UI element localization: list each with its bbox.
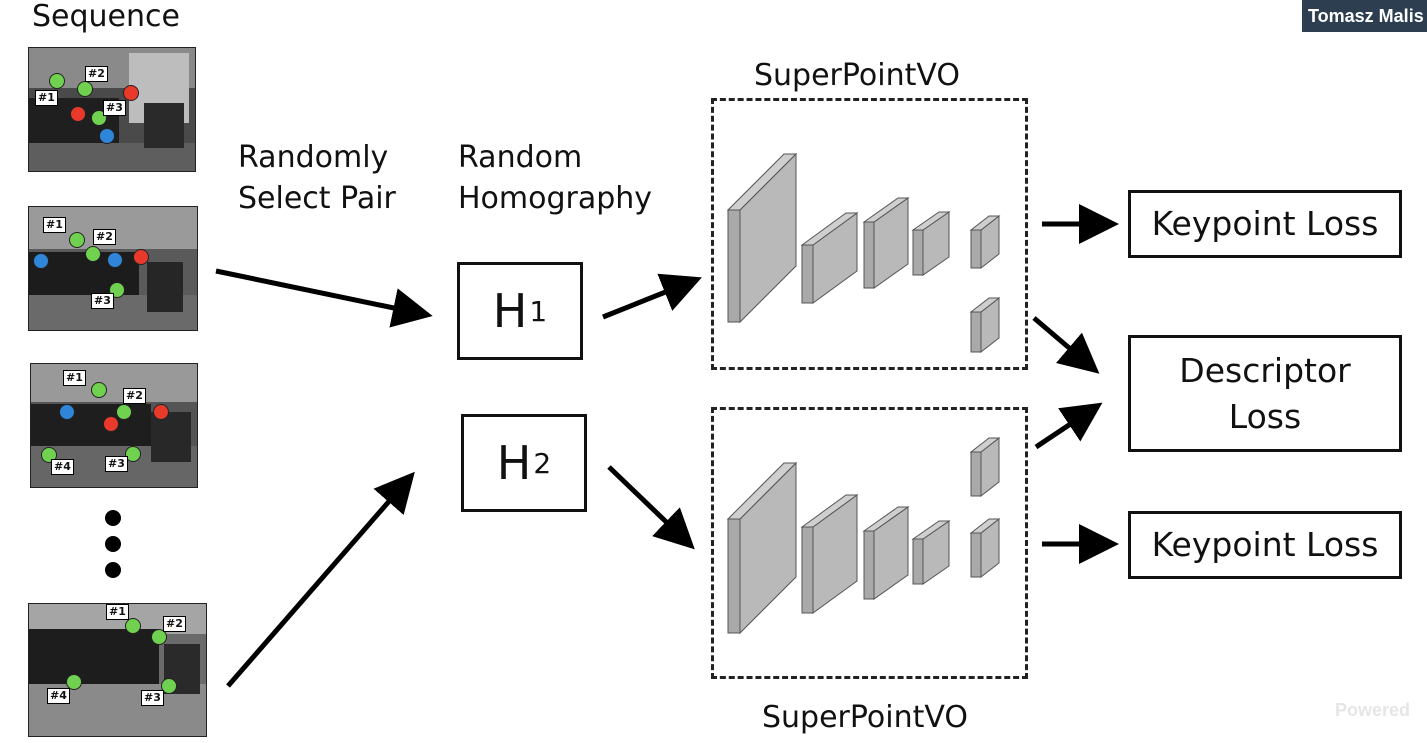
keypoint-red [153,404,169,420]
keypoint-green [116,404,132,420]
keypoint-label: #1 [35,90,58,106]
keypoint-label: #4 [51,459,74,475]
label-randomly: Randomly [238,140,389,175]
keypoint-blue [107,252,123,268]
keypoint-loss-top-box: Keypoint Loss [1128,190,1402,258]
keypoint-blue [33,253,49,269]
sequence-frame-2: #1 #2 #3 [28,206,198,331]
keypoint-green [125,446,141,462]
keypoint-label: #4 [47,688,70,704]
superpointvo-top-network [711,98,1028,370]
speaker-name-badge: Tomasz Malis [1302,0,1427,32]
keypoint-red [133,249,149,265]
keypoint-blue [59,404,75,420]
keypoint-loss-bottom-label: Keypoint Loss [1151,525,1379,564]
descriptor-loss-line1: Descriptor [1179,350,1351,390]
keypoint-green [151,629,167,645]
network-layer-block [969,296,1001,354]
label-select-pair: Select Pair [238,181,396,216]
descriptor-loss-line2: Loss [1228,396,1302,436]
label-homography: Homography [458,181,653,216]
network-layer-block [969,517,1001,579]
network-layer-block [726,152,798,324]
superpointvo-bottom-title: SuperPointVO [762,700,968,735]
keypoint-label: #2 [93,229,116,245]
ellipsis-dot [105,510,121,526]
keypoint-green [91,382,107,398]
keypoint-label: #1 [43,217,66,233]
keypoint-label: #2 [85,66,108,82]
ellipsis-dot [105,562,121,578]
descriptor-loss-box: Descriptor Loss [1128,335,1402,452]
keypoint-green [125,618,141,634]
select-pair-arrow-bottom [226,471,415,688]
keypoint-label: #1 [63,370,86,386]
keypoint-label: #2 [163,616,186,632]
network-layers [726,152,1001,635]
sequence-frame-4: #1 #2 #3 #4 [28,603,207,737]
keypoint-label: #3 [103,100,126,116]
keypoint-label: #2 [123,388,146,404]
sequence-frame-1: #1 #2 #3 [28,47,196,172]
keypoint-green [49,73,65,89]
bottom-to-descriptor-arrow [1034,402,1103,450]
keypoint-green [161,678,177,694]
sequence-frame-3: #1 #2 #3 #4 [30,363,198,488]
powered-watermark: Powered [1335,700,1411,720]
top-to-descriptor-arrow [1032,316,1100,374]
homography-letter: H [492,284,528,338]
network-layer-block [800,494,859,614]
keypoint-red [103,416,119,432]
keypoint-blue [99,128,115,144]
sequence-title: Sequence [32,0,180,34]
network-layer-block [969,436,1001,498]
keypoint-green [85,246,101,262]
label-random: Random [458,140,583,175]
network-layer-block [911,520,951,585]
network-layer-block [911,211,951,276]
network-layer-block [800,212,859,304]
keypoint-red [123,85,139,101]
select-pair-arrow-top [215,268,433,328]
homography-index: 2 [533,446,552,480]
superpointvo-top-title: SuperPointVO [754,58,960,93]
keypoint-loss-top-label: Keypoint Loss [1151,204,1379,243]
superpointvo-bottom-network [711,407,1028,679]
network-layer-block [726,461,798,635]
keypoint-label: #3 [91,293,114,309]
keypoint-label: #3 [141,690,164,706]
h2-to-network-arrow [607,465,695,550]
network-layer-block [862,197,910,289]
ellipsis-dot [105,536,121,552]
keypoint-loss-bottom-box: Keypoint Loss [1128,511,1402,579]
keypoint-green [69,232,85,248]
network-layer-block [969,214,1001,270]
keypoint-label: #3 [105,456,128,472]
h1-to-network-arrow [602,273,702,320]
network-layer-block [862,506,910,600]
keypoint-label: #1 [106,604,129,620]
keypoint-green [66,674,82,690]
homography-letter: H [496,436,532,490]
homography-index: 1 [529,294,548,328]
keypoint-red [70,106,86,122]
